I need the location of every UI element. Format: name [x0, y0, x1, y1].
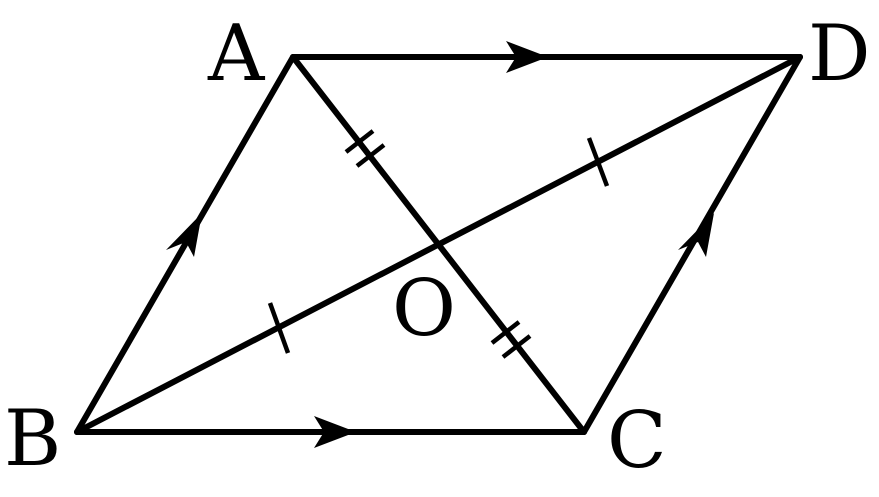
- arrow-bc: [314, 416, 356, 448]
- double-tick-oc: [490, 320, 532, 359]
- diagonal-bd: [74, 54, 803, 435]
- side-ab: [74, 54, 296, 435]
- single-tick-od: [586, 137, 610, 187]
- single-tick-bo: [267, 302, 291, 354]
- label-b: B: [4, 394, 61, 484]
- side-cd: [581, 54, 803, 435]
- arrow-ad: [506, 41, 548, 73]
- label-d: D: [808, 9, 871, 99]
- label-o: O: [392, 264, 456, 354]
- double-tick-ao: [344, 129, 386, 168]
- arrow-ab: [166, 213, 202, 257]
- label-a: A: [207, 9, 266, 99]
- arrow-dc: [678, 213, 714, 257]
- label-c: C: [607, 396, 667, 486]
